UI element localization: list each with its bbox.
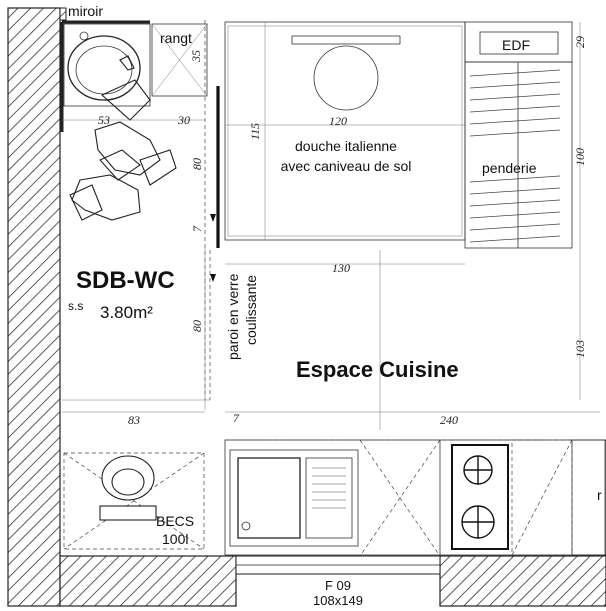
dishwasher-diag-2	[359, 439, 441, 557]
lower-fixtures	[63, 439, 606, 575]
fridge-edge	[571, 439, 606, 556]
dim-7-mid: 7	[233, 411, 240, 425]
dim-100: 100	[573, 148, 587, 166]
penderie-label: penderie	[482, 160, 537, 176]
kitchen-sink-bowl	[237, 457, 301, 539]
slide-arrow-up-icon	[210, 214, 216, 222]
sink-basin	[67, 35, 141, 101]
dim-120: 120	[329, 114, 347, 128]
kitchen-title: Espace Cuisine	[296, 357, 459, 382]
rangt-cabinet	[151, 23, 208, 97]
dim-83: 83	[128, 413, 140, 427]
person-figure-icon	[69, 55, 177, 221]
becs-volume: 100l	[162, 531, 188, 547]
glass-wall-label-2: coulissante	[243, 275, 259, 345]
kitchen-faucet-icon	[241, 521, 251, 531]
dim-240: 240	[440, 413, 458, 427]
sink-bowl	[75, 45, 133, 95]
dim-103: 103	[573, 340, 587, 358]
window-size: 108x149	[313, 593, 363, 608]
faucet-icon	[79, 31, 89, 41]
sdb-area: 3.80m²	[100, 303, 153, 322]
sdb-ss-label: s.s	[68, 299, 83, 313]
sdb-title: SDB-WC	[76, 267, 175, 294]
glass-wall	[209, 86, 220, 400]
dimension-guides	[62, 248, 600, 430]
dim-35: 35	[189, 50, 203, 63]
becs-tank	[63, 452, 205, 550]
kitchen-sink-frame	[229, 449, 359, 547]
dim-80-mid: 80	[190, 320, 204, 332]
left-wall	[7, 7, 61, 607]
penderie-cabinet	[464, 61, 573, 249]
sink-cabinet	[63, 23, 151, 107]
miroir-label: miroir	[68, 3, 103, 19]
dim-80-top: 80	[190, 158, 204, 170]
edf-label: EDF	[502, 37, 530, 53]
glass-wall-label-1: paroi en verre	[225, 273, 241, 360]
dim-53: 53	[98, 113, 110, 127]
bottom-wall-right	[439, 555, 606, 607]
shower-tray	[227, 25, 463, 237]
kitchen-drainer	[305, 457, 353, 539]
oven-cabinet	[511, 439, 573, 556]
burner-icon	[463, 455, 493, 485]
hangers-icon	[469, 69, 561, 243]
oven-diag	[511, 439, 573, 556]
rangt-label: rangt	[160, 30, 192, 46]
becs-label: BECS	[156, 513, 194, 529]
partial-label: r	[597, 487, 602, 503]
window-name: F 09	[325, 578, 351, 593]
shower-head-bar	[291, 35, 401, 45]
bottom-wall-left	[59, 555, 237, 607]
shower-drain-icon	[313, 45, 379, 111]
becs-cross-2	[63, 452, 205, 550]
dim-29: 29	[573, 36, 587, 48]
labels: miroir rangt EDF douche italienne avec c…	[68, 3, 602, 608]
walls	[7, 7, 606, 607]
shower-label-2: avec caniveau de sol	[281, 158, 412, 174]
dim-7-top: 7	[190, 225, 204, 232]
edf-panel	[479, 31, 559, 55]
upper-fixtures	[60, 20, 581, 400]
wc-toilet-icon	[99, 455, 157, 521]
slide-arrow-down-icon	[210, 274, 216, 282]
drainer-grooves-icon	[312, 467, 346, 509]
shower-label-1: douche italienne	[295, 138, 397, 154]
top-left-wall-stub	[59, 7, 67, 21]
burner-icon	[461, 505, 495, 539]
rangt-cross-2	[151, 23, 208, 97]
dim-115: 115	[248, 123, 262, 140]
hob	[451, 444, 509, 550]
dim-30: 30	[177, 113, 190, 127]
dim-130: 130	[332, 261, 350, 275]
